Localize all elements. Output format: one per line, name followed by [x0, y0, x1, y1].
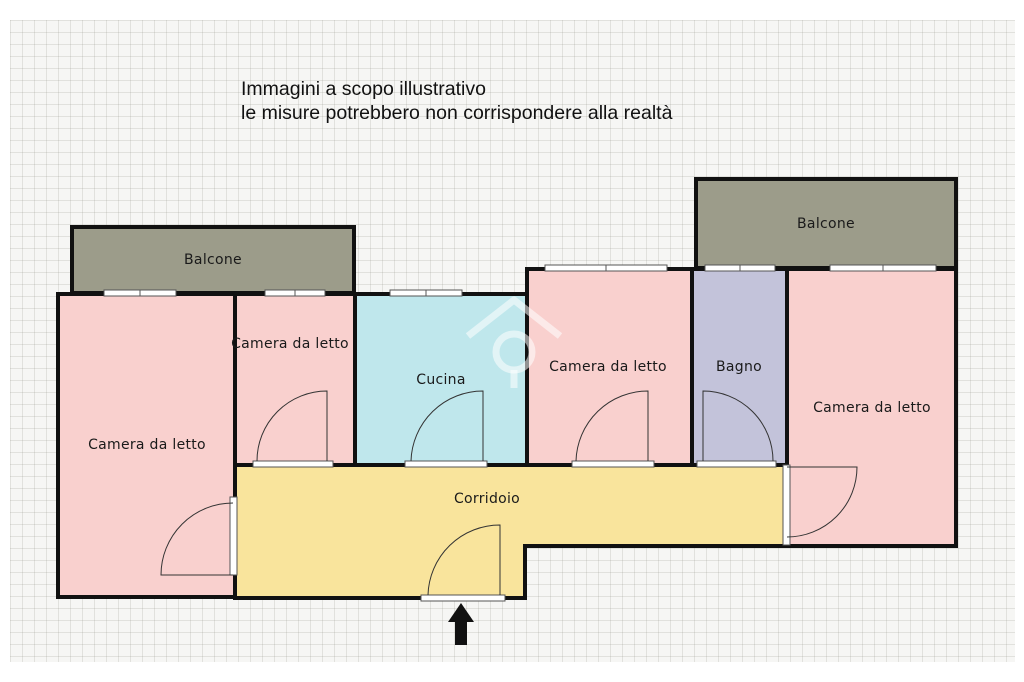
door-bedroom-left — [160, 502, 234, 576]
bedroom-right — [785, 267, 958, 548]
label-bedroom-right: Camera da letto — [813, 400, 931, 416]
window-bedroom-center — [544, 264, 668, 272]
door-threshold-bathroom — [696, 460, 777, 468]
door-kitchen — [410, 390, 484, 462]
label-bedroom-small: Camera da letto — [231, 336, 349, 352]
door-threshold-bedroom-center — [571, 460, 655, 468]
door-bedroom-center — [575, 390, 649, 462]
label-kitchen: Cucina — [416, 372, 466, 388]
label-balcony-right: Balcone — [797, 216, 855, 232]
disclaimer-note: Immagini a scopo illustrativo le misure … — [241, 77, 672, 125]
door-threshold-kitchen — [404, 460, 488, 468]
window-bedroom-small — [264, 289, 326, 297]
door-bathroom — [702, 390, 774, 462]
door-bedroom-right — [786, 466, 858, 538]
label-bedroom-center: Camera da letto — [549, 359, 667, 375]
label-bathroom: Bagno — [715, 359, 763, 375]
house-logo-watermark — [465, 296, 563, 388]
entrance-arrow-icon — [448, 603, 474, 645]
door-threshold-entrance — [420, 594, 506, 602]
label-bedroom-left: Camera da letto — [88, 437, 206, 453]
window-bedroom-right — [829, 264, 937, 272]
window-bathroom — [704, 264, 776, 272]
label-balcony-left: Balcone — [184, 252, 242, 268]
label-corridor: Corridoio — [453, 491, 521, 507]
door-bedroom-small — [256, 390, 328, 462]
door-threshold-bedroom-small — [252, 460, 334, 468]
disclaimer-line-1: Immagini a scopo illustrativo — [241, 78, 486, 100]
window-kitchen — [389, 289, 463, 297]
door-threshold-bedroom-left — [229, 496, 238, 576]
disclaimer-line-2: le misure potrebbero non corrispondere a… — [241, 102, 673, 124]
door-threshold-bedroom-right — [782, 464, 791, 546]
door-entrance — [427, 524, 501, 596]
window-bedroom-left — [103, 289, 177, 297]
